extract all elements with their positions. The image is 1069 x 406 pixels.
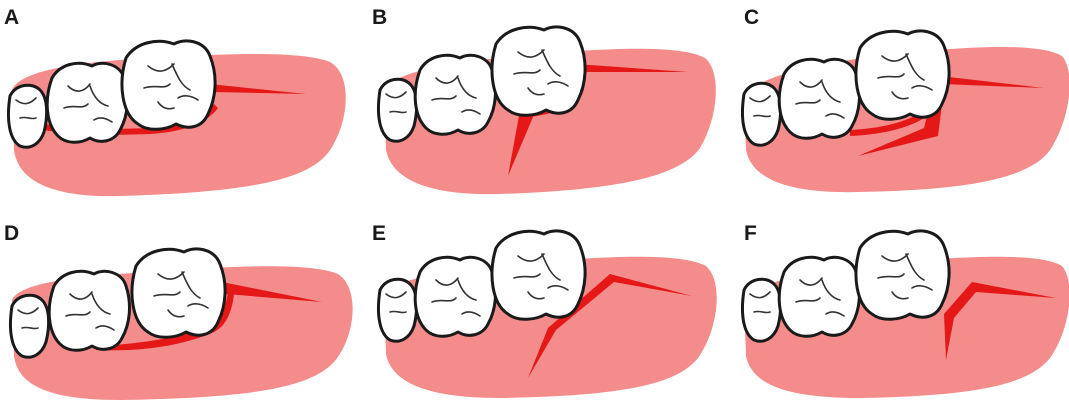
- tooth-premolar-f: [742, 279, 780, 341]
- tooth-molar-2-d: [132, 249, 225, 337]
- tooth-molar-1-b: [415, 55, 495, 134]
- tooth-premolar-d: [10, 295, 48, 357]
- panel-label-a: A: [4, 6, 19, 29]
- panel-a: A: [4, 6, 346, 196]
- panel-f: F: [742, 222, 1069, 398]
- tooth-molar-1-a: [47, 63, 127, 142]
- panel-b: B: [372, 6, 716, 194]
- tooth-molar-2-b: [492, 27, 585, 115]
- tooth-premolar-e: [378, 279, 416, 341]
- tooth-molar-1-c: [779, 59, 859, 138]
- panel-label-d: D: [4, 222, 19, 245]
- tooth-molar-2-a: [122, 41, 215, 129]
- tooth-molar-1-d: [49, 271, 129, 350]
- panel-label-c: C: [744, 6, 759, 29]
- panel-d: D: [4, 222, 353, 400]
- tooth-molar-2-e: [492, 231, 585, 319]
- tooth-premolar-c: [742, 83, 780, 145]
- tooth-premolar-a: [8, 85, 46, 147]
- tooth-premolar-b: [378, 79, 416, 141]
- tooth-molar-1-f: [779, 257, 859, 336]
- tooth-molar-2-c: [856, 31, 949, 119]
- panel-label-e: E: [372, 222, 386, 245]
- tooth-molar-1-e: [415, 257, 495, 336]
- tooth-molar-2-f: [856, 231, 949, 319]
- panel-label-b: B: [372, 6, 387, 29]
- panel-e: E: [372, 222, 717, 398]
- panel-c: C: [742, 6, 1069, 192]
- panel-label-f: F: [744, 222, 757, 245]
